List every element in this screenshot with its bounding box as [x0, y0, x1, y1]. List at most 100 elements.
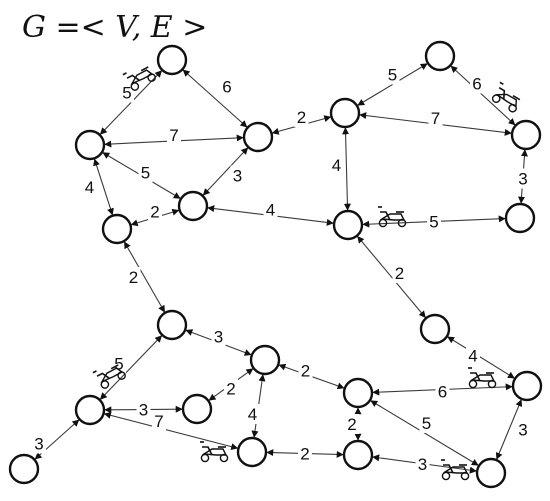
edge-n7-n10	[342, 127, 351, 211]
edge-label-background	[224, 378, 238, 399]
edge-label-background	[427, 211, 441, 232]
edge-weight-label: 2	[226, 380, 235, 399]
edge-label-background	[419, 413, 434, 433]
edge-label-background	[136, 399, 151, 420]
edge-label-background	[415, 454, 430, 474]
edge-weight-label: 4	[85, 178, 94, 197]
edge-n13-n21	[103, 411, 239, 451]
edge-weight-label: 4	[468, 347, 477, 366]
graph-title: G =< V, E >	[22, 10, 207, 45]
edge-weight-label: 2	[300, 445, 309, 464]
edge-weight-label: 3	[139, 401, 148, 420]
graph-node-n15	[8, 453, 40, 485]
graph-node-n11	[504, 202, 536, 234]
graph-node-n3	[74, 129, 106, 161]
graph-node-n7	[329, 97, 361, 129]
graph-node-n16	[342, 377, 374, 409]
edge-weight-label: 3	[518, 421, 527, 440]
edge-label-background	[428, 108, 443, 128]
edge-weight-label: 4	[266, 201, 275, 220]
edge-label-background	[516, 419, 530, 440]
edge-label-background	[470, 73, 484, 94]
edge-weight-label: 4	[248, 405, 257, 424]
graph-node-n22	[342, 439, 374, 471]
edge-label-background	[329, 155, 344, 175]
edge-label-background	[138, 162, 153, 183]
edge-weight-label: 3	[233, 167, 242, 186]
graph-node-n14	[181, 393, 213, 425]
graph-node-n4	[101, 213, 133, 245]
graph-node-n6	[156, 309, 188, 341]
edge-label-background	[263, 199, 278, 220]
edge-n3-n4	[93, 158, 114, 216]
edge-n4-n6	[123, 241, 166, 313]
edge-weight-label: 3	[214, 328, 223, 347]
edge-weight-label: 3	[418, 455, 427, 474]
graph-node-n9	[510, 119, 542, 151]
edge-label-background	[392, 263, 407, 283]
edge-weight-label: 2	[297, 108, 306, 127]
edge-weight-label: 6	[222, 78, 231, 97]
edge-n18-n19	[447, 336, 515, 379]
edge-label-background	[32, 433, 46, 454]
edge-label-background	[466, 345, 480, 366]
edge-weight-label: 4	[332, 156, 341, 175]
edge-weight-label: 7	[169, 126, 178, 145]
edge-weight-label: 6	[438, 383, 447, 402]
edge-weight-label: 5	[422, 414, 431, 433]
edge-weight-label: 2	[129, 268, 138, 287]
edge-label-background	[516, 168, 530, 189]
edge-label-background	[245, 404, 260, 424]
edge-n2-n5	[202, 147, 249, 196]
edge-n1-n2	[182, 69, 248, 128]
scooter-icon	[467, 367, 497, 389]
graph-node-n5	[177, 190, 209, 222]
edge-weight-label: 7	[154, 412, 163, 431]
edge-weight-label: 5	[429, 213, 438, 232]
edge-label-background	[82, 177, 97, 197]
edge-label-background	[220, 76, 234, 97]
edge-label-background	[148, 201, 162, 222]
graph-node-n8	[424, 40, 456, 72]
edge-n10-n18	[357, 235, 426, 319]
edge-weight-label: 2	[150, 203, 159, 222]
graph-node-n23	[475, 457, 507, 489]
edge-label-background	[152, 411, 166, 431]
edge-label-background	[211, 326, 226, 347]
edge-label-background	[294, 107, 309, 127]
nodes-layer	[8, 40, 543, 489]
edge-label-background	[435, 381, 450, 402]
edge-label-background	[126, 267, 141, 287]
graph-node-n2	[242, 121, 274, 153]
graph-node-n19	[511, 370, 543, 402]
edge-label-background	[385, 64, 400, 85]
edge-weight-label: 7	[431, 109, 440, 128]
edge-n19-n23	[495, 399, 523, 460]
edge-weight-label: 6	[472, 75, 481, 94]
edge-label-background	[345, 414, 359, 434]
edge-weight-label: 3	[34, 435, 43, 454]
edge-label-background	[298, 443, 312, 464]
edge-weight-label: 2	[347, 415, 356, 434]
edge-weight-label: 5	[141, 164, 150, 183]
graph-node-n18	[419, 313, 451, 345]
graph-node-n21	[236, 436, 268, 468]
edge-label-background	[120, 82, 134, 103]
edge-label-background	[230, 165, 245, 186]
edge-weight-label: 5	[388, 66, 397, 85]
edge-weight-label: 5	[122, 84, 131, 103]
graph-node-n13	[74, 394, 106, 426]
edge-weight-label: 2	[395, 264, 404, 283]
edge-label-background	[298, 360, 313, 381]
graph-node-n10	[332, 209, 364, 241]
edge-label-background	[167, 125, 181, 145]
edge-n6-n13	[99, 335, 163, 400]
graph-node-n12	[249, 344, 281, 376]
scooter-icon	[489, 81, 525, 114]
edge-weight-label: 5	[114, 355, 123, 374]
graph-node-n1	[156, 44, 188, 76]
edge-weight-label: 2	[301, 362, 310, 381]
edges-layer	[34, 63, 528, 474]
